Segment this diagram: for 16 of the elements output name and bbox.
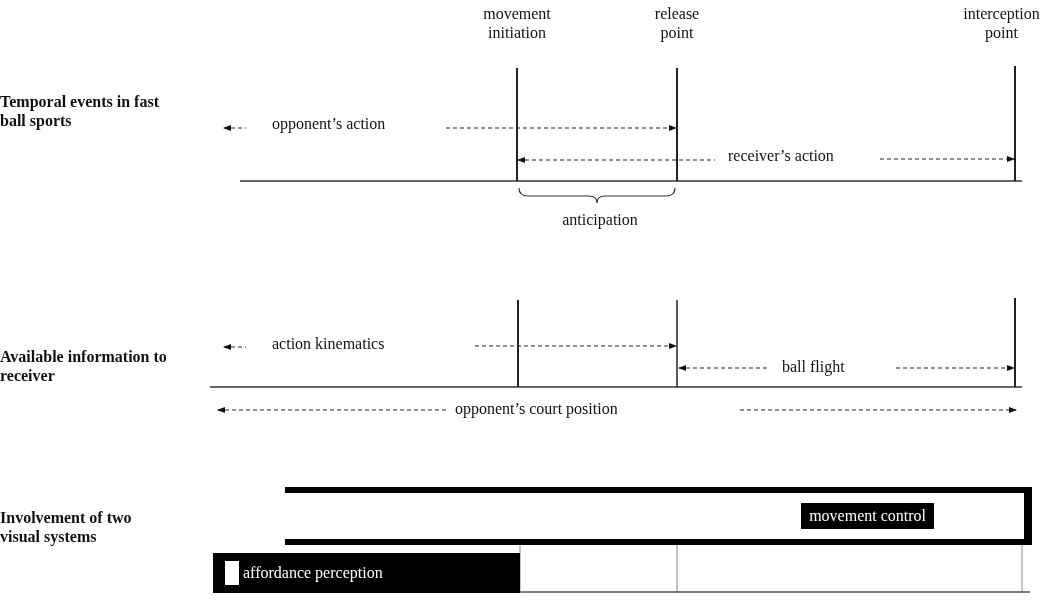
annotation-label: opponent’s action [272,114,387,134]
annotation-label: action kinematics [272,334,386,354]
annotation-label: movement initiation [482,4,552,43]
annotation-label: opponent’s court position [455,399,619,419]
annotation-label: interception point [962,4,1041,43]
annotation-label: receiver’s action [728,146,835,166]
row-heading: Available information to receiver [0,347,168,386]
annotation-label: ball flight [782,357,846,377]
affordance-perception-bar [213,553,520,593]
annotation-label: anticipation [561,210,639,230]
row-heading: Involvement of two visual systems [0,508,133,547]
movement-control-bar [285,487,1032,545]
row-heading: Temporal events in fast ball sports [0,92,160,131]
bar-label: movement control [801,503,934,529]
annotation-label: release point [653,4,701,43]
bar-label: affordance perception [225,561,383,585]
